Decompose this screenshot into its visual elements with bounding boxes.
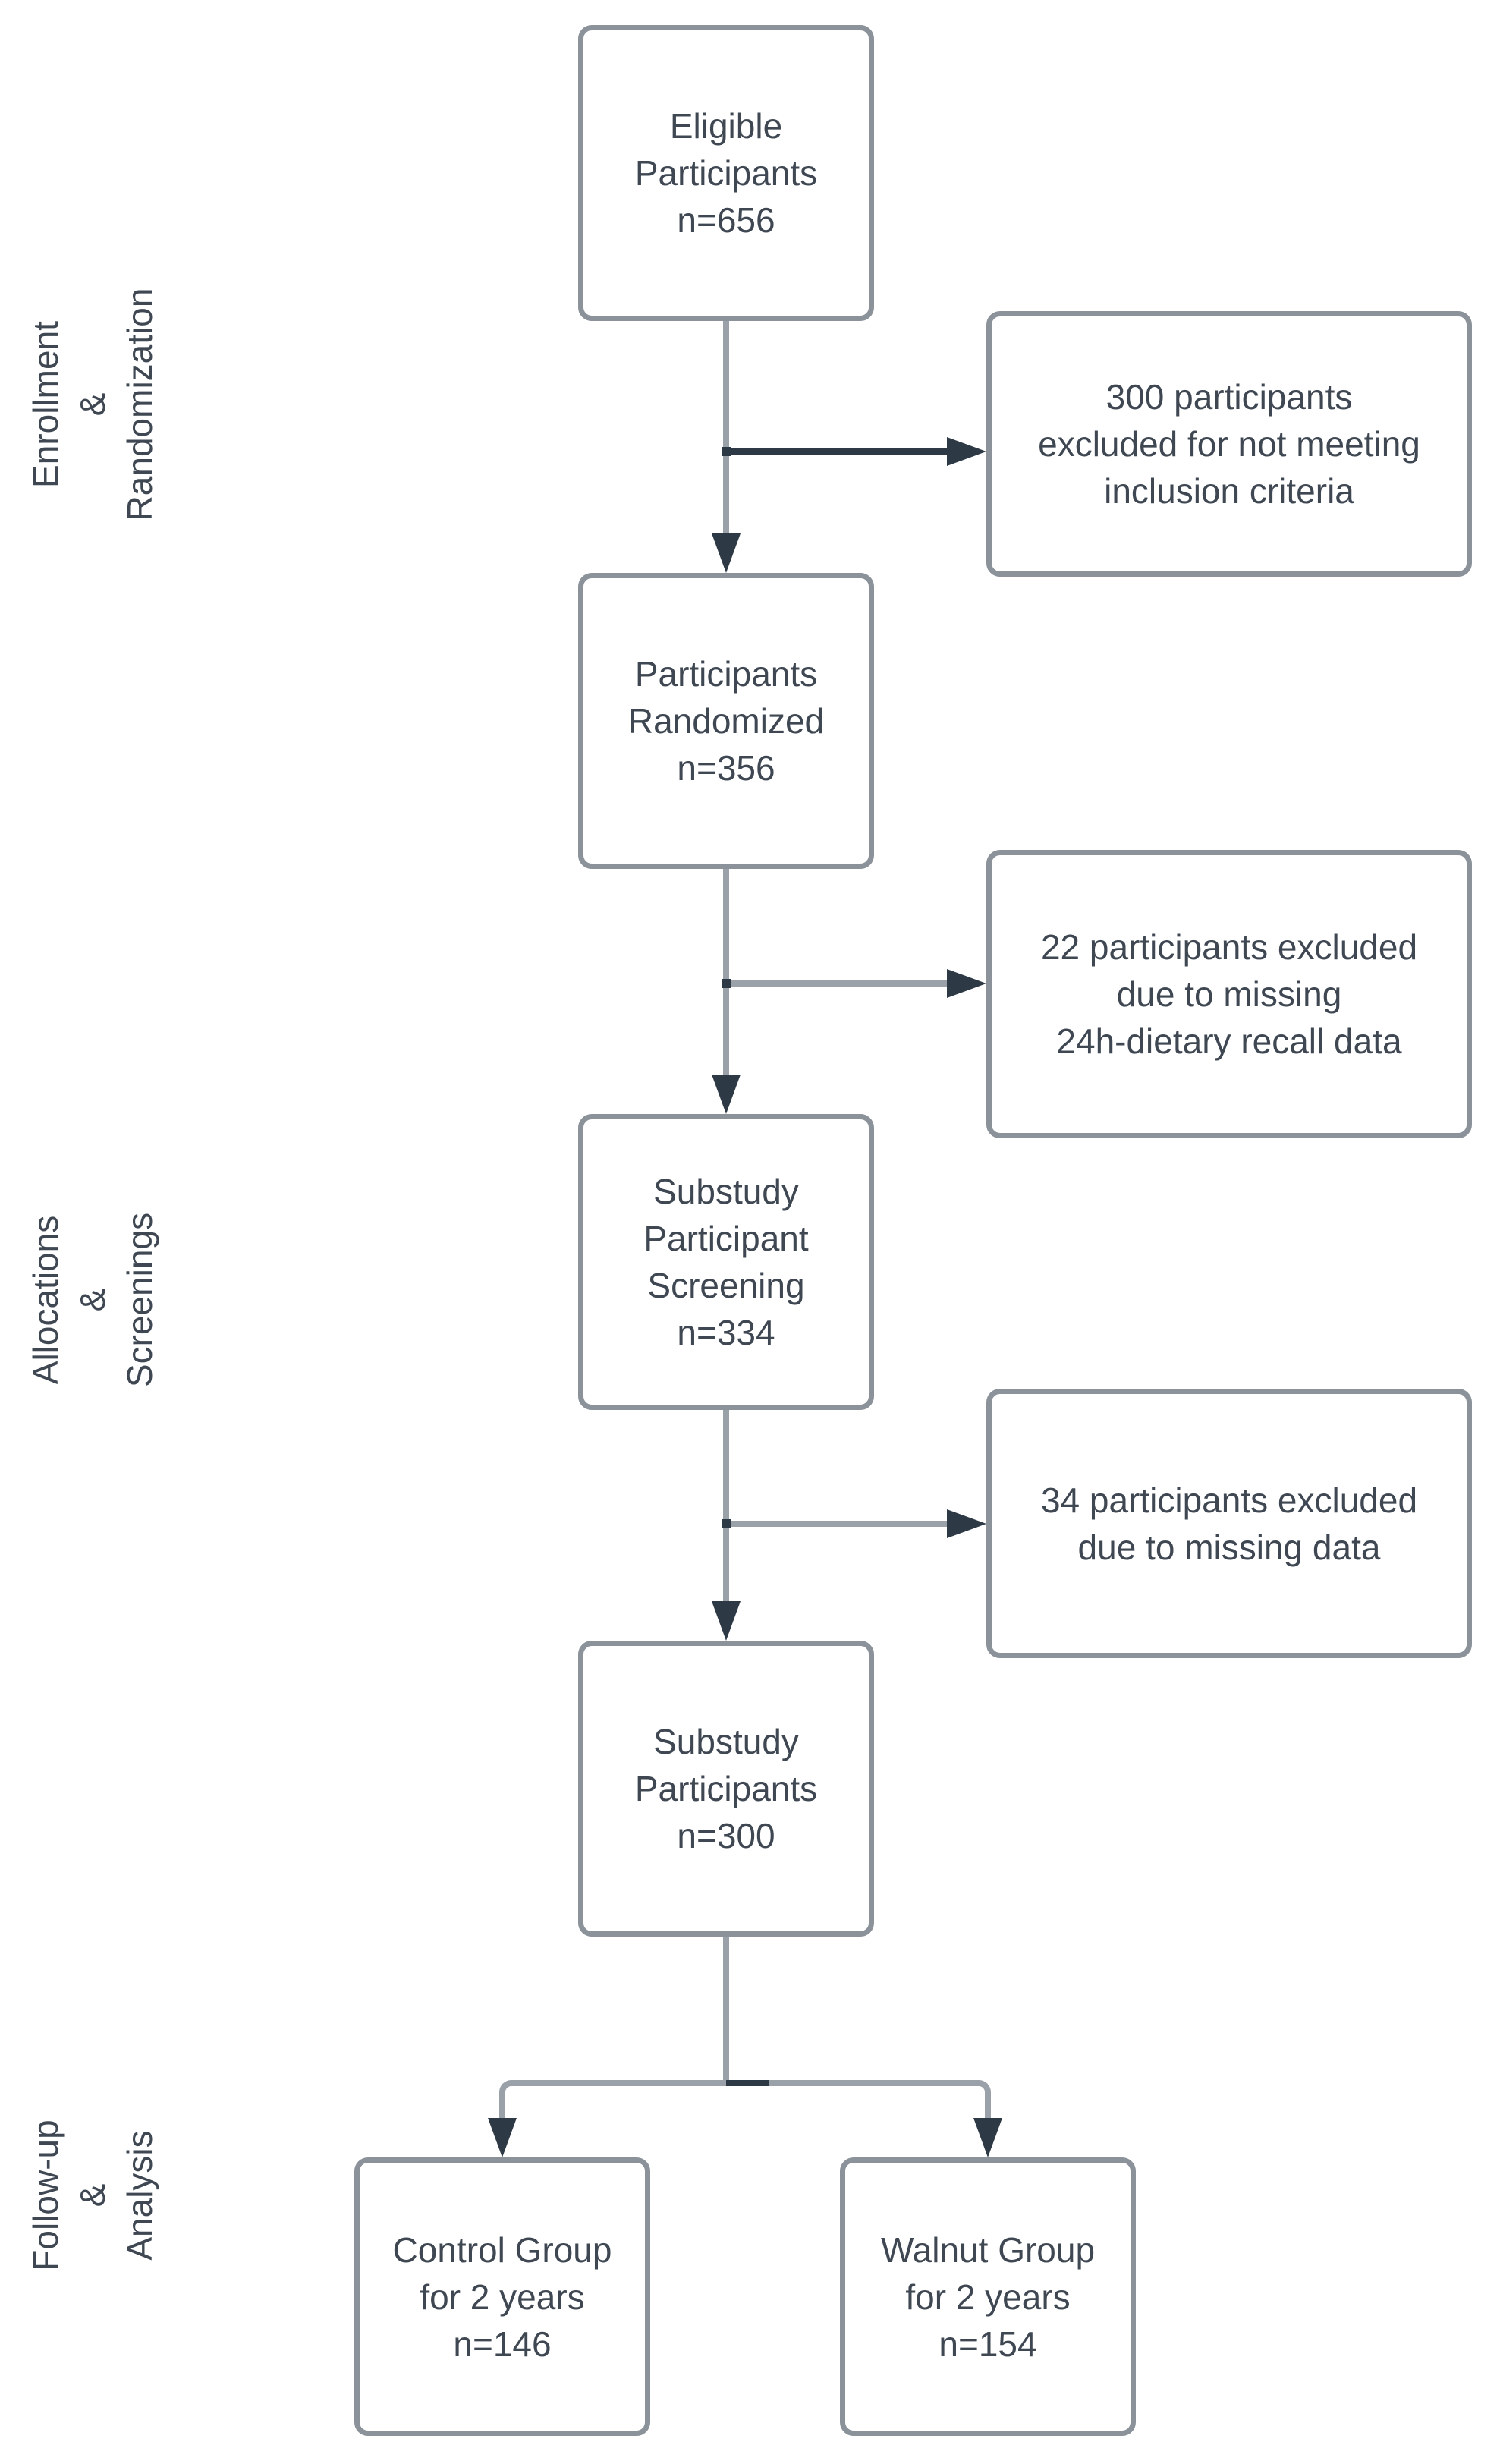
section-label-followup-analysis: Follow-up & Analysis: [26, 2119, 159, 2271]
node-participants-randomized: Participants Randomized n=356: [578, 573, 874, 869]
arrowhead-down-control-group: [488, 2118, 517, 2157]
node-participants-randomized-text: Participants Randomized n=356: [627, 654, 825, 788]
node-excluded-missing-recall-data-text: 22 participants excluded due to missing …: [1040, 927, 1418, 1061]
node-control-group-text: Control Group for 2 years n=146: [392, 2230, 612, 2364]
arrowhead-down-screening: [712, 1075, 741, 1114]
node-substudy-participants-text: Substudy Participants n=300: [634, 1722, 818, 1855]
junction-dark-segment: [726, 2080, 769, 2086]
section-label-allocations-screenings: Allocations & Screenings: [26, 1212, 159, 1388]
arrowhead-right-excluded-missing-data: [947, 1509, 986, 1538]
node-excluded-inclusion-criteria: 300 participants excluded for not meetin…: [986, 311, 1472, 577]
connector-eligible-to-randomized: [723, 321, 729, 534]
connector-split-branch: [499, 2080, 991, 2121]
connector-to-excluded-missing-recall-data: [726, 980, 947, 987]
node-eligible-participants: Eligible Participants n=656: [578, 25, 874, 321]
connector-screening-to-substudy: [723, 1410, 729, 1602]
junction-dot-2: [722, 979, 731, 988]
arrowhead-right-excluded-inclusion-criteria: [947, 437, 986, 466]
node-substudy-participant-screening-text: Substudy Participant Screening n=334: [643, 1172, 809, 1352]
connector-substudy-to-split: [723, 1937, 729, 2083]
connector-to-excluded-inclusion-criteria: [726, 448, 948, 455]
node-substudy-participant-screening: Substudy Participant Screening n=334: [578, 1114, 874, 1410]
arrowhead-right-excluded-missing-recall-data: [947, 969, 986, 998]
arrowhead-down-substudy: [712, 1601, 741, 1641]
arrowhead-down-randomized: [712, 533, 741, 573]
junction-dot-3: [722, 1519, 731, 1528]
connector-randomized-to-screening: [723, 869, 729, 1075]
section-label-enrollment-randomization: Enrollment & Randomization: [26, 288, 159, 521]
node-control-group: Control Group for 2 years n=146: [354, 2157, 650, 2436]
node-excluded-missing-data: 34 participants excluded due to missing …: [986, 1389, 1472, 1658]
node-excluded-inclusion-criteria-text: 300 participants excluded for not meetin…: [1038, 377, 1420, 511]
node-walnut-group: Walnut Group for 2 years n=154: [840, 2157, 1136, 2436]
node-substudy-participants: Substudy Participants n=300: [578, 1641, 874, 1937]
node-eligible-participants-text: Eligible Participants n=656: [634, 106, 818, 240]
node-walnut-group-text: Walnut Group for 2 years n=154: [880, 2230, 1096, 2364]
node-excluded-missing-data-text: 34 participants excluded due to missing …: [1040, 1480, 1418, 1567]
junction-dot-1: [722, 447, 731, 456]
arrowhead-down-walnut-group: [973, 2118, 1002, 2157]
node-excluded-missing-recall-data: 22 participants excluded due to missing …: [986, 850, 1472, 1138]
connector-to-excluded-missing-data: [726, 1521, 947, 1527]
